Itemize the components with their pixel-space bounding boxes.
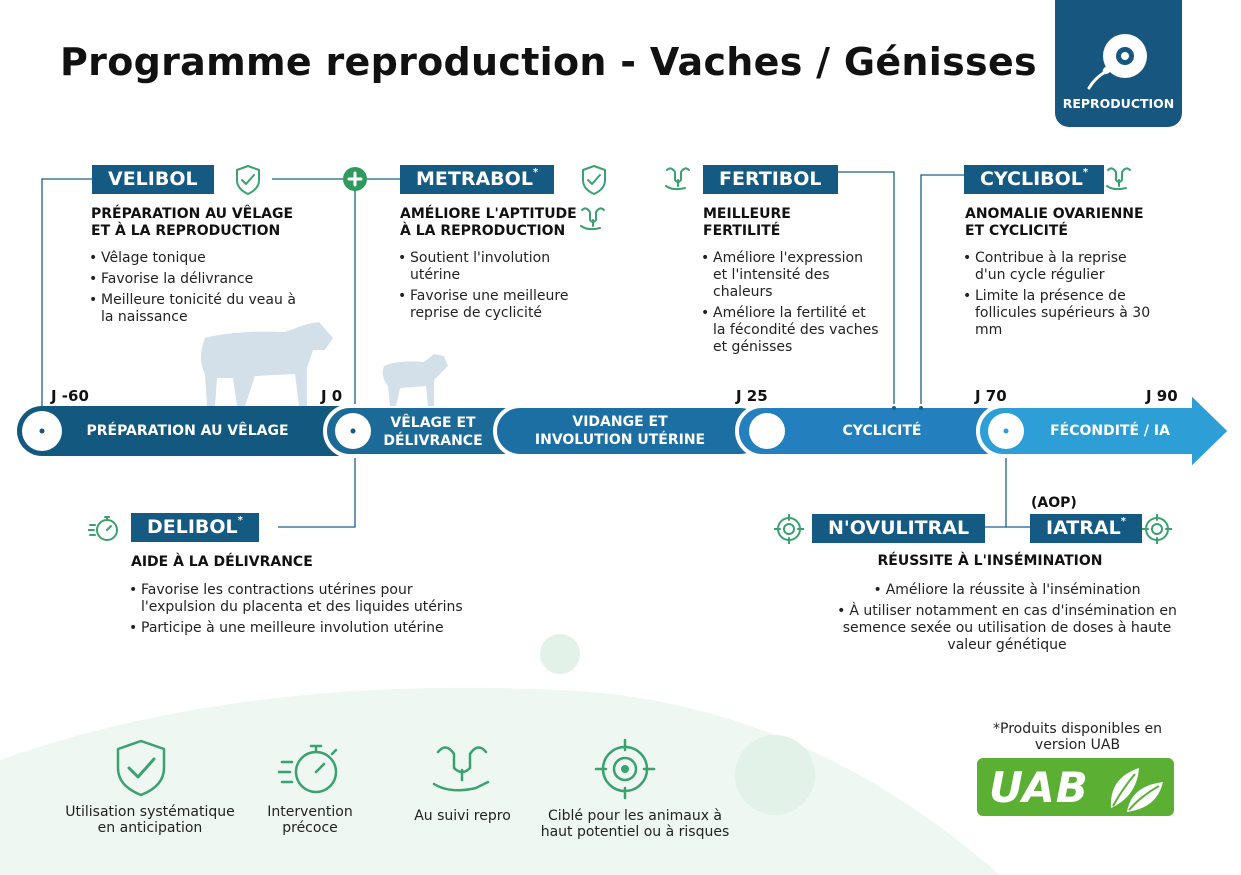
sperm-egg-icon	[1087, 34, 1147, 90]
ia-heading: RÉUSSITE À L'INSÉMINATION	[877, 553, 1103, 569]
marker-j0: J 0	[321, 387, 343, 405]
phase-preparation: PRÉPARATION AU VÊLAGE	[86, 423, 289, 439]
marker-j90: J 90	[1146, 387, 1178, 405]
list-item-text: À utiliser notamment en cas d'inséminati…	[842, 603, 1177, 653]
metrabol-star: *	[532, 167, 539, 178]
phase-cyclicite: CYCLICITÉ	[842, 423, 922, 439]
metrabol-name: METRABOL	[416, 168, 533, 190]
velibol-name: VELIBOL	[108, 168, 198, 190]
marker-j25: J 25	[736, 387, 768, 405]
cyclibol-heading-line2: ET CYCLICITÉ	[965, 223, 1068, 239]
calf-silhouette	[382, 354, 448, 406]
velibol-heading-line2: ET À LA REPRODUCTION	[91, 223, 281, 239]
ia-benefits: Améliore la réussite à l'insémination À …	[826, 582, 1188, 658]
cow-silhouette	[201, 322, 333, 406]
fertibol-pill: FERTIBOL	[703, 165, 838, 194]
list-item-text: Améliore la réussite à l'insémination	[885, 582, 1141, 598]
metrabol-benefits: Soutient l'involution utérine Favorise u…	[398, 250, 588, 326]
marker-j-60: J -60	[51, 387, 89, 405]
velibol-heading: PRÉPARATION AU VÊLAGE ET À LA REPRODUCTI…	[91, 206, 293, 240]
fertibol-name: FERTIBOL	[719, 168, 822, 190]
uterus-hand-icon	[432, 746, 490, 792]
delibol-name: DELIBOL	[147, 516, 238, 538]
metrabol-heading-line1: AMÉLIORE L'APTITUDE	[400, 206, 577, 222]
list-item: Favorise la délivrance	[89, 271, 299, 288]
fertibol-heading-line2: FERTILITÉ	[703, 223, 781, 239]
phase-velage-line2: DÉLIVRANCE	[383, 433, 483, 449]
shield-check-icon	[582, 165, 606, 195]
plus-icon	[343, 167, 367, 191]
uab-logo: UAB	[977, 758, 1174, 816]
novulitral-name: N'OVULITRAL	[828, 517, 970, 539]
phase-fecondite: FÉCONDITÉ / IA	[1050, 423, 1170, 439]
delibol-benefits: Favorise les contractions utérines pour …	[129, 582, 489, 641]
phase-vidange: VIDANGE ET INVOLUTION UTÉRINE	[530, 413, 710, 449]
novulitral-pill: N'OVULITRAL	[812, 514, 986, 543]
list-item: Contribue à la reprise d'un cycle réguli…	[963, 250, 1158, 284]
shield-check-icon	[236, 165, 260, 195]
list-item: Vêlage tonique	[89, 250, 299, 267]
metrabol-pill: METRABOL*	[400, 165, 555, 194]
fertibol-benefits: Améliore l'expression et l'intensité des…	[701, 250, 881, 360]
delibol-pill: DELIBOL*	[131, 513, 259, 542]
uab-note: *Produits disponibles en version UAB	[993, 721, 1162, 753]
shield-check-icon	[116, 739, 166, 797]
legend-label-intervention: Intervention précoce	[267, 804, 353, 836]
stopwatch-icon	[88, 516, 118, 541]
stopwatch-icon	[278, 744, 338, 794]
iatral-pill: IATRAL*	[1030, 514, 1142, 543]
list-item: Améliore l'expression et l'intensité des…	[701, 250, 881, 301]
velibol-heading-line1: PRÉPARATION AU VÊLAGE	[91, 206, 294, 222]
target-icon	[1142, 514, 1172, 544]
list-item: Favorise une meilleure reprise de cyclic…	[398, 288, 588, 322]
list-item: Favorise les contractions utérines pour …	[129, 582, 489, 616]
metrabol-heading: AMÉLIORE L'APTITUDE À LA REPRODUCTION	[400, 206, 577, 240]
legend-label-anticipation: Utilisation systématique en anticipation	[65, 804, 235, 836]
leaf-icon	[1110, 768, 1163, 812]
delibol-star: *	[237, 515, 243, 526]
delibol-heading: AIDE À LA DÉLIVRANCE	[131, 554, 313, 570]
metrabol-heading-line2: À LA REPRODUCTION	[400, 223, 566, 239]
uterus-hand-icon	[665, 167, 690, 191]
target-icon	[594, 738, 656, 800]
cyclibol-name: CYCLIBOL	[980, 168, 1083, 190]
list-item: Participe à une meilleure involution uté…	[129, 620, 489, 637]
uterus-hand-icon	[1106, 167, 1131, 191]
iatral-note: (AOP)	[1031, 495, 1077, 511]
velibol-benefits: Vêlage tonique Favorise la délivrance Me…	[89, 250, 299, 330]
phase-vidange-line2: INVOLUTION UTÉRINE	[534, 432, 706, 448]
legend-label-cible: Ciblé pour les animaux à haut potentiel …	[540, 808, 730, 840]
cyclibol-benefits: Contribue à la reprise d'un cycle réguli…	[963, 250, 1158, 343]
fertibol-heading-line1: MEILLEURE	[703, 206, 791, 222]
target-icon	[774, 514, 804, 544]
cyclibol-pill: CYCLIBOL*	[964, 165, 1105, 194]
marker-j70: J 70	[975, 387, 1007, 405]
list-item: Limite la présence de follicules supérie…	[963, 288, 1158, 339]
uab-logo-text: UAB	[989, 763, 1089, 812]
legend-label-suivi: Au suivi repro	[414, 808, 511, 824]
phase-velage: VÊLAGE ET DÉLIVRANCE	[373, 414, 493, 450]
list-item: À utiliser notamment en cas d'inséminati…	[826, 603, 1188, 654]
uterus-hand-icon	[580, 207, 605, 231]
page-title: Programme reproduction - Vaches / Géniss…	[60, 40, 1037, 84]
list-item: Meilleure tonicité du veau à la naissanc…	[89, 292, 299, 326]
badge-label: REPRODUCTION	[1062, 96, 1175, 111]
velibol-pill: VELIBOL	[92, 165, 214, 194]
cyclibol-heading-line1: ANOMALIE OVARIENNE	[965, 206, 1144, 222]
list-item: Soutient l'involution utérine	[398, 250, 588, 284]
cyclibol-star: *	[1082, 167, 1089, 178]
cyclibol-heading: ANOMALIE OVARIENNE ET CYCLICITÉ	[965, 206, 1144, 240]
list-item: Améliore la réussite à l'insémination	[826, 582, 1188, 599]
fertibol-heading: MEILLEURE FERTILITÉ	[703, 206, 791, 240]
iatral-name: IATRAL	[1046, 517, 1121, 539]
iatral-star: *	[1120, 516, 1126, 527]
phase-vidange-line1: VIDANGE ET	[572, 414, 668, 430]
phase-velage-line1: VÊLAGE ET	[390, 415, 476, 431]
list-item: Améliore la fertilité et la fécondité de…	[701, 305, 881, 356]
